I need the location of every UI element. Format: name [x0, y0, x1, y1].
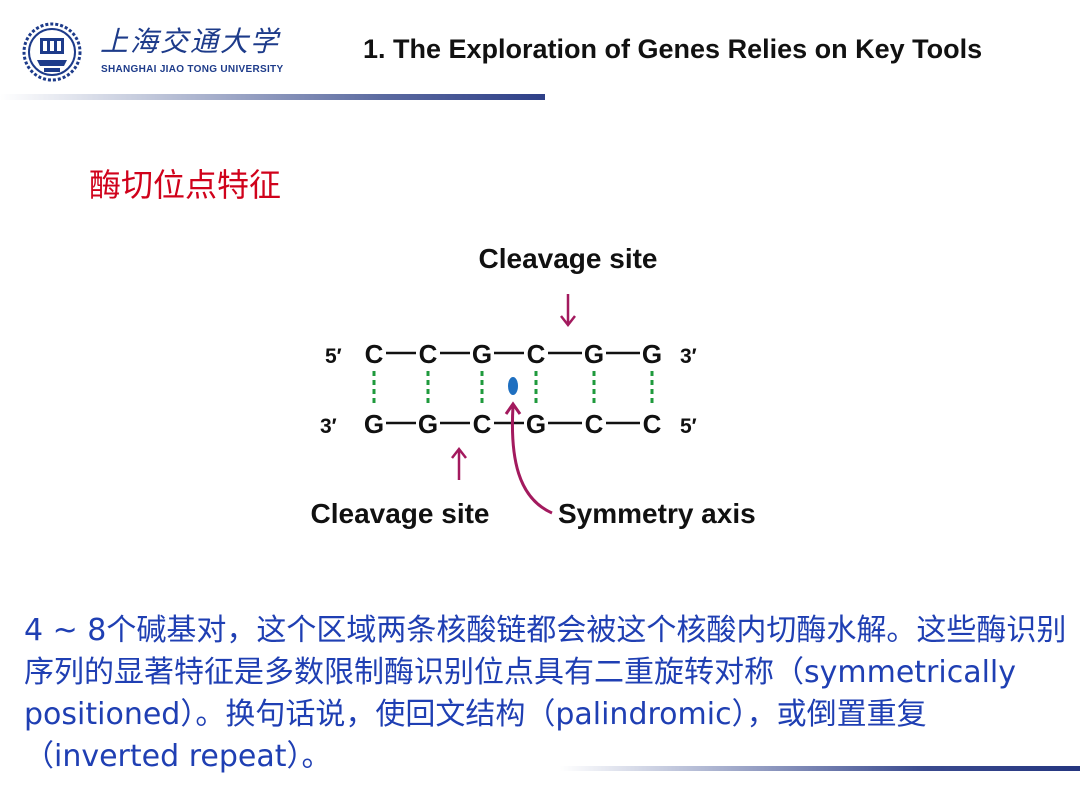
- top-strand-3-prime: 3′: [680, 345, 697, 368]
- header-divider: [0, 94, 545, 100]
- top-base-6: G: [642, 339, 662, 369]
- bottom-base-2: G: [418, 409, 438, 439]
- section-title: 酶切位点特征: [89, 166, 282, 204]
- bottom-cleavage-label: Cleavage site: [311, 498, 490, 529]
- bottom-base-1: G: [364, 409, 384, 439]
- symmetry-axis-arrow: [504, 401, 553, 515]
- top-cleavage-label: Cleavage site: [479, 243, 658, 274]
- top-base-1: C: [365, 339, 384, 369]
- top-base-4: C: [527, 339, 546, 369]
- university-name-en: SHANGHAI JIAO TONG UNIVERSITY: [101, 64, 284, 75]
- bottom-base-4: G: [526, 409, 546, 439]
- bottom-strand-5-prime: 5′: [680, 415, 697, 438]
- top-base-5: G: [584, 339, 604, 369]
- top-cleavage-arrow: [560, 294, 576, 328]
- university-logo: [22, 22, 82, 82]
- university-name-cn: 上海交通大学: [100, 25, 281, 58]
- bottom-base-3: C: [473, 409, 492, 439]
- footer-divider: [560, 766, 1080, 771]
- bottom-base-6: C: [643, 409, 662, 439]
- top-base-2: C: [419, 339, 438, 369]
- slide-header-title: 1. The Exploration of Genes Relies on Ke…: [363, 34, 983, 64]
- bottom-strand-3-prime: 3′: [320, 415, 337, 438]
- symmetry-axis-label: Symmetry axis: [558, 498, 756, 529]
- bottom-cleavage-arrow: [451, 446, 467, 480]
- description-text: 4 ~ 8个碱基对，这个区域两条核酸链都会被这个核酸内切酶水解。这些酶识别序列的…: [24, 613, 1067, 774]
- base-pair-bonds: [372, 371, 654, 405]
- bottom-base-5: C: [585, 409, 604, 439]
- symmetry-axis-dot: [508, 377, 518, 395]
- top-strand-5-prime: 5′: [325, 345, 342, 368]
- top-base-3: G: [472, 339, 492, 369]
